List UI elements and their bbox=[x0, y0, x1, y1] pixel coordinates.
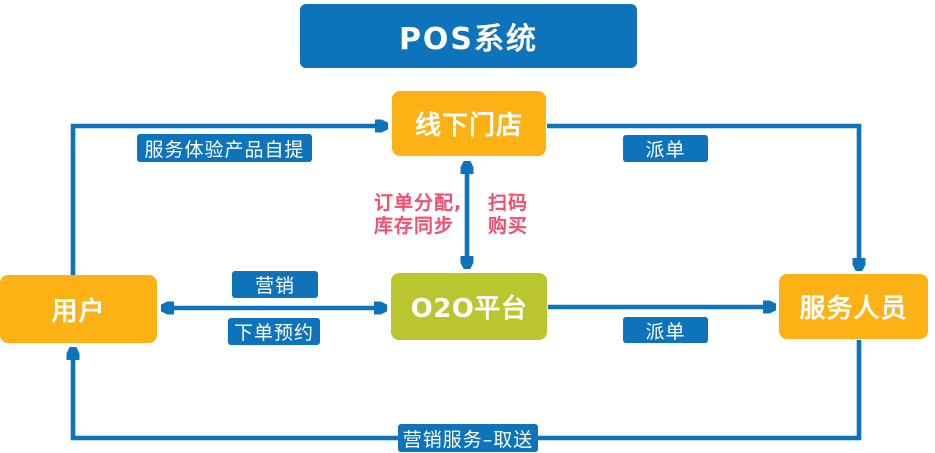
node-service-staff: 服务人员 bbox=[779, 274, 928, 339]
node-offline-store: 线下门店 bbox=[392, 91, 546, 156]
edge-label-marketing-service-delivery: 营销服务–取送 bbox=[398, 424, 538, 452]
note-order-allocation-inventory-sync: 订单分配, 库存同步 bbox=[374, 192, 462, 238]
note-scan-code-purchase: 扫码 购买 bbox=[488, 192, 528, 238]
note-line: 扫码 bbox=[488, 192, 529, 214]
edge-label-order-booking: 下单预约 bbox=[228, 318, 320, 345]
edge-label-dispatch-o2o-to-staff: 派单 bbox=[623, 317, 708, 343]
node-o2o-platform: O2O平台 bbox=[391, 273, 547, 340]
note-line: 购买 bbox=[488, 215, 529, 237]
edge-label-service-experience-self-pickup: 服务体验产品自提 bbox=[137, 134, 312, 162]
node-user: 用户 bbox=[0, 275, 157, 343]
pos-system-title: POS系统 bbox=[300, 4, 637, 68]
note-line: 库存同步 bbox=[374, 215, 455, 237]
note-line: 订单分配, bbox=[374, 192, 463, 214]
edge-label-dispatch-store-to-staff: 派单 bbox=[623, 135, 708, 162]
edge-label-marketing: 营销 bbox=[232, 271, 318, 298]
